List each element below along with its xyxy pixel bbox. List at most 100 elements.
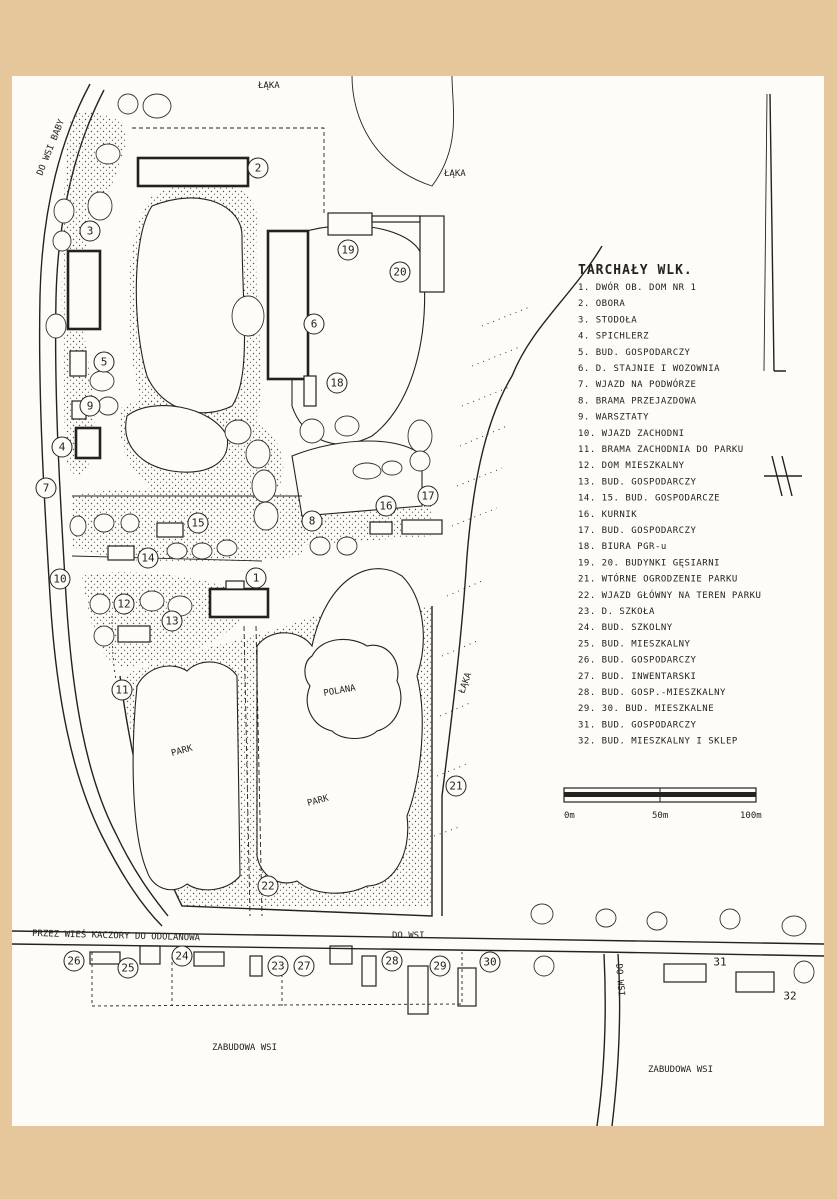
- legend-item: 32. BUD. MIESZKALNY I SKLEP: [578, 737, 738, 747]
- marker-12: 12: [113, 593, 135, 615]
- marker-label: 1: [253, 572, 260, 585]
- marker-13: 13: [161, 610, 183, 632]
- label-village-right: ZABUDOWA WSI: [648, 1065, 713, 1075]
- marker-label: 13: [165, 615, 178, 628]
- marker-11: 11: [111, 679, 133, 701]
- legend-item: 14. 15. BUD. GOSPODARCZE: [578, 494, 720, 504]
- marker-label: 32: [783, 990, 796, 1003]
- legend-item: 17. BUD. GOSPODARCZY: [578, 526, 696, 536]
- legend-item: 27. BUD. INWENTARSKI: [578, 672, 696, 682]
- marker-10: 10: [49, 568, 71, 590]
- marker-label: 30: [483, 956, 496, 969]
- legend-item: 7. WJAZD NA PODWÓRZE: [578, 378, 696, 390]
- legend-item: 28. BUD. GOSP.-MIESZKALNY: [578, 688, 726, 698]
- legend: TARCHAŁY WLK. 1. DWÓR OB. DOM NR 1 2. OBO…: [578, 263, 761, 747]
- park-woodland: [132, 568, 424, 894]
- legend-item: 13. BUD. GOSPODARCZY: [578, 477, 696, 487]
- legend-item: 1. DWÓR OB. DOM NR 1: [578, 281, 696, 293]
- north-arrow: [763, 93, 802, 497]
- marker-label: 18: [330, 377, 343, 390]
- marker-label: 5: [101, 356, 108, 369]
- scale-tick-100: 100m: [740, 811, 762, 821]
- buildings: [66, 156, 775, 1015]
- marker-label: 21: [449, 780, 462, 793]
- map-sheet: 0m 50m 100m ŁĄKA ŁĄKA ŁĄKA DO WSI BABY P…: [12, 76, 824, 1126]
- legend-title: TARCHAŁY WLK.: [578, 263, 693, 278]
- marker-label: 15: [191, 517, 204, 530]
- legend-item: 3. STODOŁA: [578, 315, 637, 325]
- marker-9: 9: [79, 395, 101, 417]
- marker-label: 16: [379, 500, 392, 513]
- number-markers: 1234567891011121314151617181920212223242…: [35, 157, 797, 1003]
- marker-4: 4: [51, 436, 73, 458]
- marker-label: 29: [433, 960, 446, 973]
- marker-20: 20: [389, 261, 411, 283]
- marker-2: 2: [247, 157, 269, 179]
- legend-item: 22. WJAZD GŁÓWNY NA TEREN PARKU: [578, 589, 761, 601]
- marker-label: 24: [175, 950, 189, 963]
- marker-22: 22: [257, 875, 279, 897]
- marker-label: 10: [53, 573, 66, 586]
- marker-label: 7: [43, 482, 50, 495]
- meadow-boundary-line: [441, 245, 603, 916]
- legend-item: 21. WTÓRNE OGRODZENIE PARKU: [578, 573, 738, 585]
- scale-tick-0: 0m: [564, 811, 575, 821]
- marker-label: 31: [713, 956, 726, 969]
- marker-16: 16: [375, 495, 397, 517]
- marker-25: 25: [117, 957, 139, 979]
- estate-dashed-border: [132, 127, 325, 216]
- legend-item: 25. BUD. MIESZKALNY: [578, 639, 691, 649]
- legend-item: 6. D. STAJNIE I WOZOWNIA: [578, 364, 720, 374]
- marker-27: 27: [293, 955, 315, 977]
- label-meadow-mid: ŁĄKA: [443, 169, 466, 179]
- road-bottom: [12, 930, 824, 1126]
- trees: [45, 93, 815, 984]
- marker-label: 28: [385, 955, 398, 968]
- marker-label: 2: [255, 162, 262, 175]
- marker-label: 20: [393, 266, 406, 279]
- marker-8: 8: [301, 510, 323, 532]
- marker-label: 12: [117, 598, 130, 611]
- marker-1: 1: [245, 567, 267, 589]
- label-road-vertical: DO WSI: [613, 963, 626, 996]
- legend-items: 1. DWÓR OB. DOM NR 1 2. OBORA 3. STODOŁA 4.…: [578, 281, 761, 747]
- scale-bar: 0m 50m 100m: [563, 787, 762, 821]
- marker-5: 5: [93, 351, 115, 373]
- legend-item: 2. OBORA: [578, 299, 625, 309]
- legend-item: 19. 20. BUDYNKI GĘSIARNI: [578, 558, 720, 568]
- marker-21: 21: [445, 775, 467, 797]
- legend-item: 23. D. SZKOŁA: [578, 607, 655, 617]
- legend-item: 16. KURNIK: [578, 510, 637, 520]
- label-village-left: ZABUDOWA WSI: [212, 1043, 277, 1053]
- marker-label: 26: [67, 955, 80, 968]
- marker-30: 30: [479, 951, 501, 973]
- marker-label: 22: [261, 880, 274, 893]
- legend-item: 9. WARSZTATY: [578, 413, 649, 423]
- marker-label: 14: [141, 552, 155, 565]
- label-road-bottom: PRZEZ WIEŚ KACZORY DO ODOLANOWA: [32, 927, 201, 943]
- legend-item: 24. BUD. SZKOLNY: [578, 623, 673, 633]
- legend-item: 29. 30. BUD. MIESZKALNE: [578, 704, 714, 714]
- central-avenue: [243, 625, 263, 917]
- legend-item: 4. SPICHLERZ: [578, 332, 649, 342]
- marker-28: 28: [381, 950, 403, 972]
- legend-item: 12. DOM MIESZKALNY: [578, 461, 685, 471]
- marker-label: 3: [87, 225, 94, 238]
- marker-label: 23: [271, 960, 284, 973]
- marker-label: 17: [421, 490, 434, 503]
- meadow-area-top: [351, 76, 455, 187]
- marker-3: 3: [79, 220, 101, 242]
- legend-item: 31. BUD. GOSPODARCZY: [578, 720, 696, 730]
- legend-item: 18. BIURA PGR-u: [578, 542, 667, 552]
- label-road-to-village: DO WSI: [392, 931, 425, 941]
- marker-label: 19: [341, 244, 354, 257]
- meadow-hatch: [433, 305, 533, 837]
- marker-14: 14: [137, 547, 159, 569]
- marker-23: 23: [267, 955, 289, 977]
- marker-label: 9: [87, 400, 94, 413]
- legend-item: 5. BUD. GOSPODARCZY: [578, 348, 691, 358]
- marker-label: 6: [311, 318, 318, 331]
- legend-item: 10. WJAZD ZACHODNI: [578, 429, 685, 439]
- marker-label: 25: [121, 962, 134, 975]
- marker-label: 11: [115, 684, 128, 697]
